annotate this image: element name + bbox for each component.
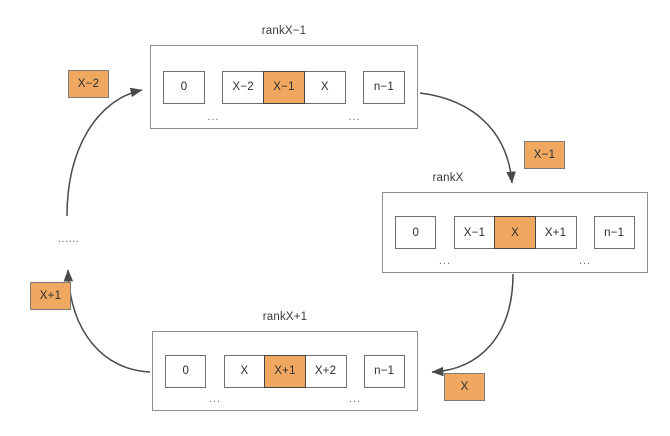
- cell-0[interactable]: 0: [163, 70, 205, 104]
- cell-highlighted[interactable]: X+1: [264, 354, 306, 388]
- cell-next[interactable]: X: [304, 70, 346, 104]
- cell-highlighted[interactable]: X: [494, 216, 536, 249]
- tag-x[interactable]: X: [444, 373, 485, 401]
- cell-ellipsis-left: ...: [438, 255, 452, 267]
- cell-ellipsis-right: ...: [348, 393, 362, 405]
- tag-x-plus-1[interactable]: X+1: [30, 282, 71, 310]
- arrow-to-rankx-plus-1: [431, 273, 514, 377]
- cell-n-minus-1[interactable]: n−1: [593, 216, 635, 249]
- cell-prev[interactable]: X−1: [453, 216, 495, 249]
- cell-ellipsis-left: ...: [207, 111, 220, 123]
- tag-x-minus-2[interactable]: X−2: [68, 70, 109, 98]
- cell-n-minus-1[interactable]: n−1: [363, 354, 405, 388]
- cell-ellipsis-right: ...: [348, 111, 361, 123]
- cell-0[interactable]: 0: [395, 216, 437, 249]
- cell-ellipsis-right: ...: [578, 255, 592, 267]
- rank-group-x: rankX 0 ... X−1 X X+1 ... n−1: [382, 172, 648, 273]
- tag-x-minus-1[interactable]: X−1: [524, 141, 565, 169]
- arrow-to-rankx-minus-1: [66, 87, 143, 217]
- cell-prev[interactable]: X: [223, 354, 265, 388]
- cell-n-minus-1[interactable]: n−1: [363, 70, 405, 104]
- arrow-to-ellipsis: [63, 269, 151, 373]
- cell-ellipsis-left: ...: [208, 393, 222, 405]
- rank-cells-x-minus-1: 0 ... X−2 X−1 X ... n−1: [150, 45, 418, 129]
- cell-next[interactable]: X+2: [305, 354, 347, 388]
- rank-title-x: rankX: [432, 172, 464, 184]
- left-ellipsis-mark: ......: [58, 233, 80, 245]
- rank-cells-x: 0 ... X−1 X X+1 ... n−1: [382, 192, 648, 273]
- rank-title-x-minus-1: rankX−1: [261, 25, 307, 37]
- rank-group-x-plus-1: rankX+1 0 ... X X+1 X+2 ... n−1: [152, 311, 418, 411]
- cell-next[interactable]: X+1: [535, 216, 577, 249]
- arrow-to-rankx: [419, 92, 516, 184]
- rank-title-x-plus-1: rankX+1: [262, 311, 308, 323]
- cell-0[interactable]: 0: [165, 354, 207, 388]
- cell-prev[interactable]: X−2: [222, 70, 264, 104]
- rank-cells-x-plus-1: 0 ... X X+1 X+2 ... n−1: [152, 331, 418, 411]
- cell-highlighted[interactable]: X−1: [263, 70, 305, 104]
- rank-group-x-minus-1: rankX−1 0 ... X−2 X−1 X ... n−1: [150, 25, 418, 129]
